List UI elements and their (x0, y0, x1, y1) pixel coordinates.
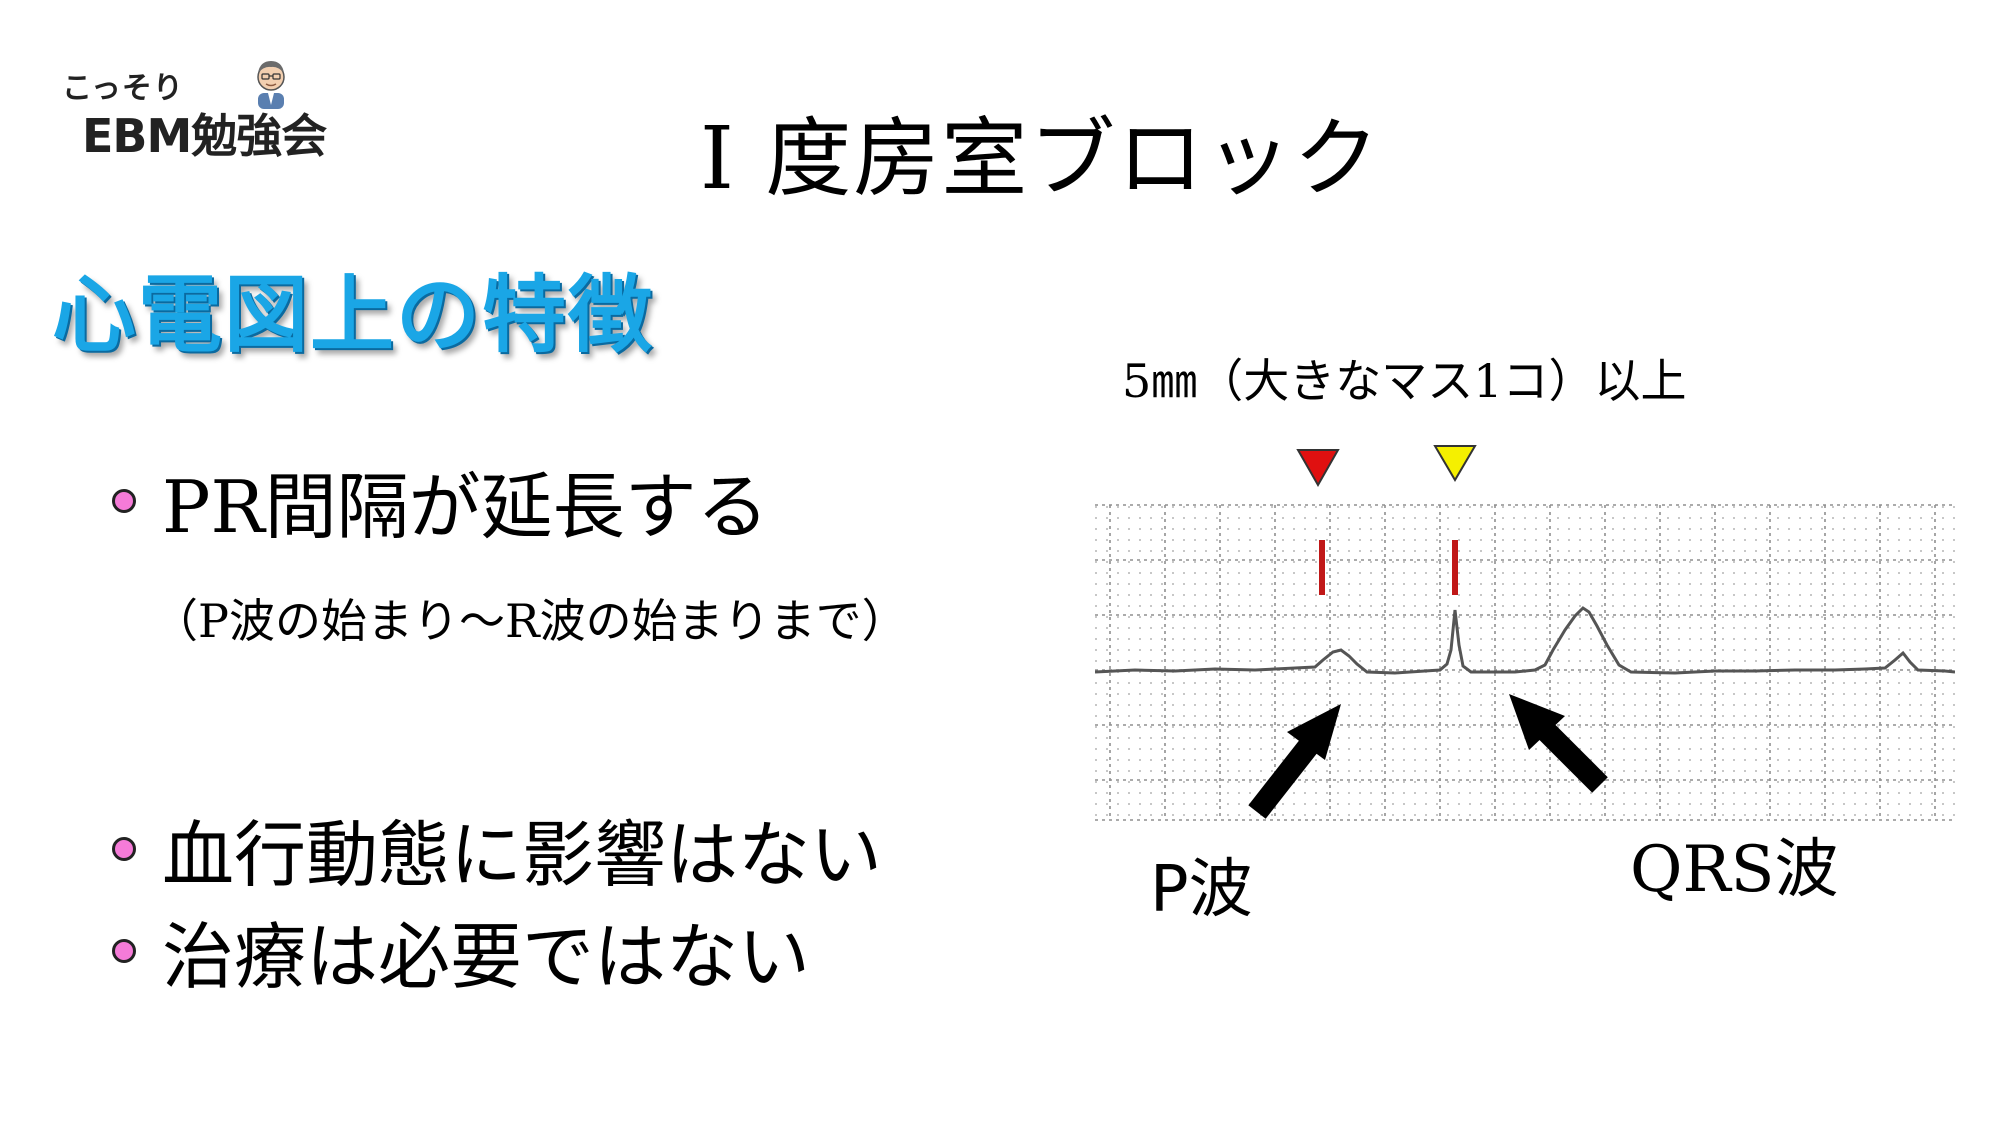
p-wave-arrow-icon (1248, 704, 1341, 819)
slide-title: Ⅰ 度房室ブロック (700, 109, 1382, 209)
bullet-dot-icon (112, 488, 136, 513)
yellow-triangle-marker-icon (1433, 445, 1477, 482)
bullet-dot-icon (112, 938, 136, 963)
bullet-text: 血行動態に影響はない (162, 813, 883, 897)
bullet-text: PR間隔が延長する (162, 465, 769, 549)
bullet-item: 治療は必要ではない (112, 898, 810, 1003)
ecg-trace (1095, 606, 1955, 675)
r-start-line (1452, 540, 1458, 595)
logo-main-text: EBM勉強会 (82, 109, 327, 163)
bullet-dot-icon (112, 836, 136, 861)
section-heading: 心電図上の特徴 (52, 266, 655, 364)
qrs-wave-arrow-icon (1509, 694, 1608, 793)
ecg-figure (1095, 445, 1955, 821)
bullet-note: （P波の始まり～R波の始まりまで） (152, 594, 908, 648)
p-wave-label: P波 (1150, 853, 1253, 927)
bullet-item: 血行動態に影響はない (112, 796, 882, 901)
ecg-caption: 5㎜（大きなマス1コ）以上 (1122, 354, 1687, 408)
bullet-item: PR間隔が延長する (112, 448, 769, 553)
logo-top-text: こっそり (62, 71, 184, 106)
ecg-grid (1095, 504, 1955, 821)
logo: こっそり EBM勉強会 (62, 55, 347, 163)
qrs-wave-label: QRS波 (1630, 833, 1839, 907)
p-start-line (1319, 540, 1325, 595)
person-avatar-icon (257, 61, 285, 109)
bullet-text: 治療は必要ではない (162, 915, 811, 999)
red-triangle-marker-icon (1296, 449, 1340, 488)
